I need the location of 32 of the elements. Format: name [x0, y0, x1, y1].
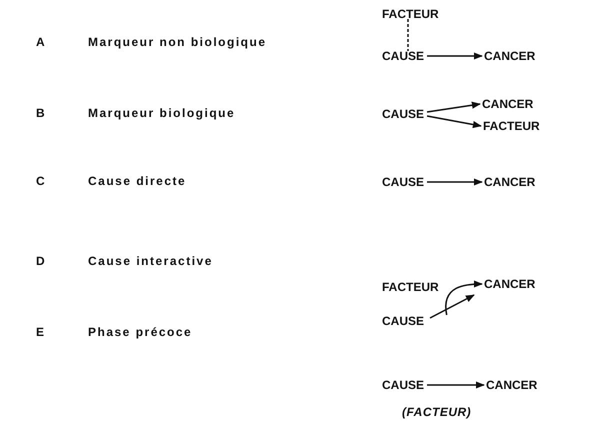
row-label: Phase précoce: [88, 325, 192, 339]
dashed-line: [407, 19, 409, 51]
node-label: CANCER: [484, 277, 536, 291]
arrow: [426, 115, 482, 128]
node-label: FACTEUR: [382, 280, 439, 294]
node-label: CANCER: [482, 97, 534, 111]
row-letter: B: [36, 106, 45, 120]
arrow: [427, 178, 483, 186]
arrow: [427, 52, 483, 60]
node-label: CANCER: [486, 378, 538, 392]
arrow: [445, 280, 483, 316]
node-label: CAUSE: [382, 378, 424, 392]
node-label: CAUSE: [382, 175, 424, 189]
node-label: CAUSE: [382, 314, 424, 328]
node-label: CANCER: [484, 49, 536, 63]
row-letter: C: [36, 174, 45, 188]
row-label: Cause interactive: [88, 254, 213, 268]
row-label: Marqueur biologique: [88, 106, 236, 120]
node-label: FACTEUR: [382, 7, 439, 21]
row-letter: E: [36, 325, 44, 339]
node-label: CANCER: [484, 175, 536, 189]
note: (FACTEUR): [402, 405, 472, 419]
node-label: CAUSE: [382, 107, 424, 121]
row-letter: D: [36, 254, 45, 268]
row-label: Marqueur non biologique: [88, 35, 266, 49]
arrow: [427, 381, 485, 389]
arrow: [430, 294, 475, 319]
row-letter: A: [36, 35, 45, 49]
row-label: Cause directe: [88, 174, 186, 188]
node-label: FACTEUR: [483, 119, 540, 133]
arrow: [426, 102, 481, 113]
node-label: CAUSE: [382, 49, 424, 63]
